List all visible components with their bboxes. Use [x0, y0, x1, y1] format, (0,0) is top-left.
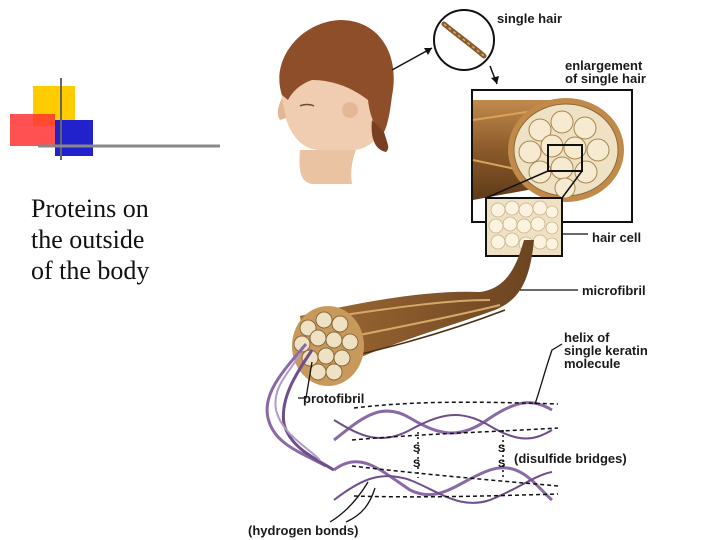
slide-title: Proteins on the outside of the body [31, 193, 231, 286]
ss-label-left-bottom: S [413, 458, 420, 470]
label-disulfide-bridges: (disulfide bridges) [514, 452, 627, 465]
label-helix: helix of single keratin molecule [564, 331, 648, 370]
arrow-hair-to-enlargement [490, 66, 499, 84]
title-line-3: of the body [31, 255, 231, 286]
title-line-1: Proteins on [31, 193, 231, 224]
label-enlargement: enlargement of single hair [565, 59, 646, 85]
label-protofibril: protofibril [303, 392, 364, 405]
ss-label-right-top: S [498, 443, 505, 455]
label-microfibril: microfibril [582, 284, 646, 297]
label-hydrogen-bonds: (hydrogen bonds) [248, 524, 359, 537]
accent-red-square [10, 114, 55, 146]
arrow-head-to-hair [392, 48, 432, 70]
label-helix-line-3: molecule [564, 357, 648, 370]
slide-corner-decoration [10, 78, 220, 160]
label-hair-cell: hair cell [592, 231, 641, 244]
title-line-2: the outside [31, 224, 231, 255]
ss-label-right-bottom: S [498, 458, 505, 470]
ss-label-left-top: S [413, 443, 420, 455]
single-hair-inset [434, 10, 494, 70]
microfibril-bundle [292, 240, 534, 386]
person-head-illustration [278, 20, 394, 184]
label-single-hair: single hair [497, 12, 562, 25]
label-enlargement-line-2: of single hair [565, 72, 646, 85]
